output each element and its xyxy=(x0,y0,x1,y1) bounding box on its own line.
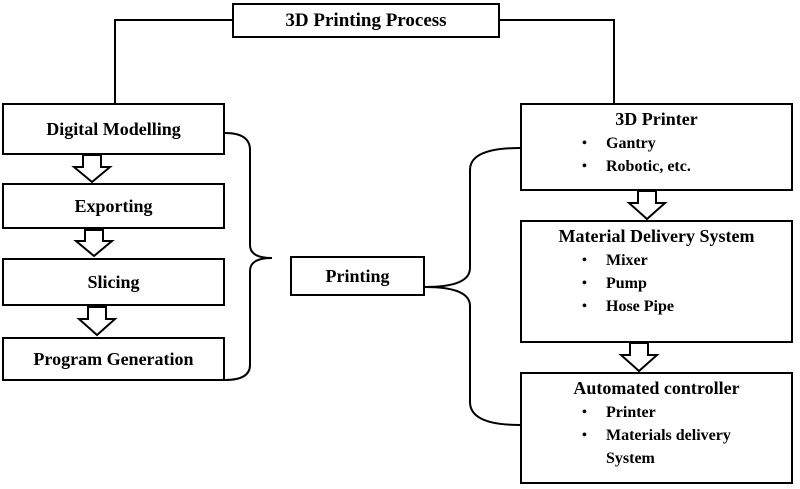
arrow-down-icon xyxy=(626,190,668,221)
printer-list: • Gantry • Robotic, etc. xyxy=(530,132,783,178)
arrow-down-icon xyxy=(73,229,115,258)
diagram-title: 3D Printing Process xyxy=(285,9,447,31)
automated-controller-list: • Printer • Materials delivery System xyxy=(530,401,783,470)
list-item-label: Mixer xyxy=(606,252,648,269)
bullet-icon: • xyxy=(582,276,587,291)
arrow-down-icon xyxy=(618,342,660,373)
list-item: • Materials delivery System xyxy=(582,424,756,470)
list-item-label: Gantry xyxy=(606,135,656,152)
right-brace xyxy=(424,147,521,426)
arrow-down-icon xyxy=(71,154,113,184)
title-to-left-connector xyxy=(114,19,232,103)
list-item: • Robotic, etc. xyxy=(582,155,783,178)
bullet-icon: • xyxy=(582,159,587,174)
list-item: • Hose Pipe xyxy=(582,295,783,318)
list-item: • Printer xyxy=(582,401,783,424)
printer-box: 3D Printer • Gantry • Robotic, etc. xyxy=(520,103,793,191)
title-to-right-connector xyxy=(500,19,615,103)
printing-label: Printing xyxy=(325,265,390,286)
title-box: 3D Printing Process xyxy=(232,3,500,38)
bullet-icon: • xyxy=(582,428,587,443)
list-item-label: Robotic, etc. xyxy=(606,158,691,175)
bullet-icon: • xyxy=(582,299,587,314)
list-item: • Mixer xyxy=(582,249,783,272)
step-digital-modelling: Digital Modelling xyxy=(2,103,225,155)
list-item-label: Pump xyxy=(606,275,647,292)
left-brace xyxy=(224,132,273,381)
step-label: Slicing xyxy=(87,271,140,292)
bullet-icon: • xyxy=(582,405,587,420)
step-program-generation: Program Generation xyxy=(2,337,225,381)
material-delivery-list: • Mixer • Pump • Hose Pipe xyxy=(530,249,783,318)
printing-box: Printing xyxy=(290,256,425,296)
list-item-label: Hose Pipe xyxy=(606,298,674,315)
step-label: Exporting xyxy=(74,195,153,216)
list-item: • Pump xyxy=(582,272,783,295)
list-item-label: Materials delivery System xyxy=(606,427,731,467)
automated-controller-box: Automated controller • Printer • Materials… xyxy=(520,372,793,484)
list-item: • Gantry xyxy=(582,132,783,155)
automated-controller-heading: Automated controller xyxy=(573,378,740,398)
bullet-icon: • xyxy=(582,253,587,268)
step-exporting: Exporting xyxy=(2,183,225,229)
step-slicing: Slicing xyxy=(2,258,225,306)
arrow-down-icon xyxy=(76,306,118,337)
list-item-label: Printer xyxy=(606,404,656,421)
step-label: Digital Modelling xyxy=(46,118,181,139)
material-delivery-heading: Material Delivery System xyxy=(558,226,755,246)
step-label: Program Generation xyxy=(33,348,194,369)
material-delivery-box: Material Delivery System • Mixer • Pump • H… xyxy=(520,220,793,343)
printer-heading: 3D Printer xyxy=(615,109,698,129)
bullet-icon: • xyxy=(582,136,587,151)
